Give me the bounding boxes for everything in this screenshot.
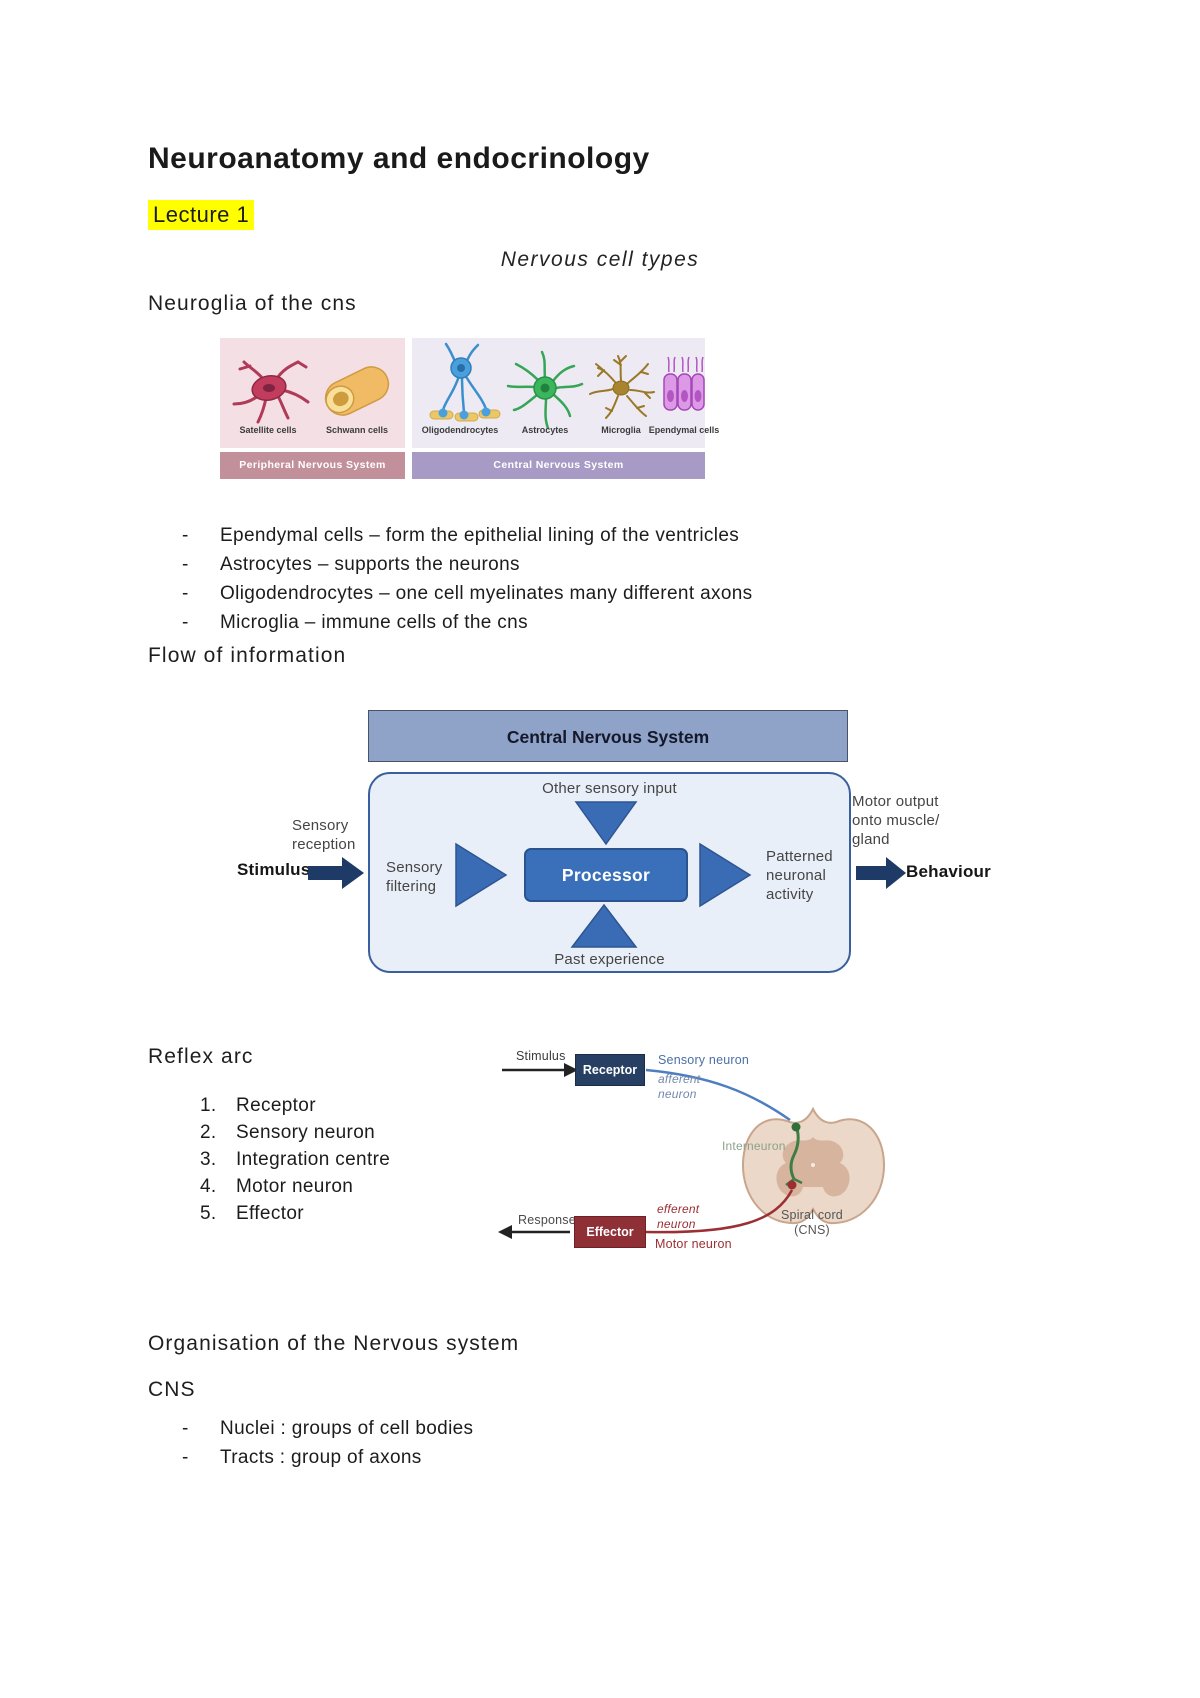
right-arrow-triangle (699, 842, 752, 908)
reflex-heading: Reflex arc (148, 1045, 254, 1068)
spinal-cord-section (741, 1106, 886, 1225)
behaviour-label: Behaviour (906, 862, 991, 881)
interneuron-label: Interneuron (722, 1139, 786, 1153)
oligodendrocytes-label: Oligodendrocytes (421, 425, 499, 435)
motor-synapse (787, 1180, 797, 1190)
microglia-label: Microglia (601, 425, 641, 435)
down-arrow-triangle (574, 801, 638, 846)
sensory-reception-label: Sensory reception (292, 817, 356, 853)
list-item: Astrocytes – supports the neurons (182, 550, 942, 579)
reflex-arc-illustration (498, 1063, 886, 1239)
list-item: Sensory neuron (200, 1119, 376, 1146)
sensory-synapse (791, 1122, 801, 1132)
subtitle: Nervous cell types (500, 248, 700, 271)
stimulus-arrowhead (564, 1063, 578, 1077)
stimulus-label: Stimulus (237, 860, 311, 879)
flow-heading: Flow of information (148, 644, 347, 667)
patterned-activity-label: Patterned neuronal activity (766, 848, 833, 903)
neuroglia-heading: Neuroglia of the cns (148, 292, 357, 315)
list-item: Tracts : group of axons (182, 1443, 782, 1472)
sensory-neuron-fiber (645, 1068, 791, 1122)
efferent-neuron-label: efferent neuron (657, 1202, 700, 1231)
motor-output-label: Motor output onto muscle/ gland (852, 793, 940, 848)
lecture-label: Lecture 1 (148, 200, 255, 230)
cns-header-box: Central Nervous System (368, 710, 848, 762)
ependymal-cells-label: Ependymal cells (648, 425, 720, 435)
schwann-cells-label: Schwann cells (325, 425, 389, 435)
page-title: Neuroanatomy and endocrinology (148, 142, 650, 175)
response-label: Response (518, 1213, 576, 1227)
cns-band: Central Nervous System (412, 452, 705, 479)
motor-neuron-fiber (644, 1189, 794, 1234)
list-item: Effector (200, 1200, 304, 1227)
effector-box: Effector (574, 1216, 646, 1248)
right-arrow-triangle (455, 842, 508, 908)
cns-subheading: CNS (148, 1378, 196, 1401)
list-item: Integration centre (200, 1146, 391, 1173)
astrocyte-processes (506, 350, 584, 430)
microglia-body (612, 380, 630, 396)
satellite-cell-nucleus (263, 384, 275, 392)
list-item: Microglia – immune cells of the cns (182, 608, 942, 637)
pns-panel (220, 338, 405, 448)
reflex-stimulus-label: Stimulus (516, 1049, 566, 1063)
microglia-processes (589, 355, 655, 419)
neuroglia-figure: Satellite cells Schwann cells Oligodendr… (220, 338, 719, 480)
pns-band: Peripheral Nervous System (220, 452, 405, 479)
past-experience-label: Past experience (554, 951, 665, 968)
central-canal (811, 1163, 815, 1167)
glia-bullet-list: Ependymal cells – form the epithelial li… (182, 521, 942, 637)
reflex-step-list: Receptor Sensory neuron Integration cent… (200, 1092, 520, 1227)
motor-neuron-label: Motor neuron (655, 1237, 732, 1251)
receptor-box: Receptor (575, 1054, 645, 1086)
sensory-filtering-label: Sensory filtering (386, 859, 443, 895)
list-item: Receptor (200, 1092, 316, 1119)
satellite-cells-label: Satellite cells (239, 425, 297, 435)
sensory-neuron-label: Sensory neuron (658, 1053, 750, 1067)
schwann-cell (324, 366, 390, 416)
other-sensory-input-label: Other sensory input (542, 780, 677, 797)
organisation-bullet-list: Nuclei : groups of cell bodies Tracts : … (182, 1414, 782, 1472)
cns-panel (412, 338, 705, 448)
list-item: Motor neuron (200, 1173, 354, 1200)
behaviour-block-arrow (856, 857, 906, 889)
pns-cells-illustration (232, 360, 390, 424)
afferent-neuron-label: afferent neuron (658, 1072, 701, 1101)
up-arrow-triangle (570, 903, 638, 948)
cns-cells-illustration (429, 342, 705, 430)
response-arrowhead (498, 1225, 512, 1239)
list-item: Nuclei : groups of cell bodies (182, 1414, 782, 1443)
spinal-cord-label: Spiral cord (CNS) (781, 1208, 843, 1237)
interneuron-fiber (789, 1124, 800, 1180)
organisation-heading: Organisation of the Nervous system (148, 1332, 520, 1355)
list-item: Oligodendrocytes – one cell myelinates m… (182, 579, 942, 608)
astrocytes-label: Astrocytes (521, 425, 569, 435)
processor-box: Processor (524, 848, 688, 902)
list-item: Ependymal cells – form the epithelial li… (182, 521, 942, 550)
ependymal-cells (663, 356, 705, 411)
stimulus-block-arrow (308, 857, 364, 889)
